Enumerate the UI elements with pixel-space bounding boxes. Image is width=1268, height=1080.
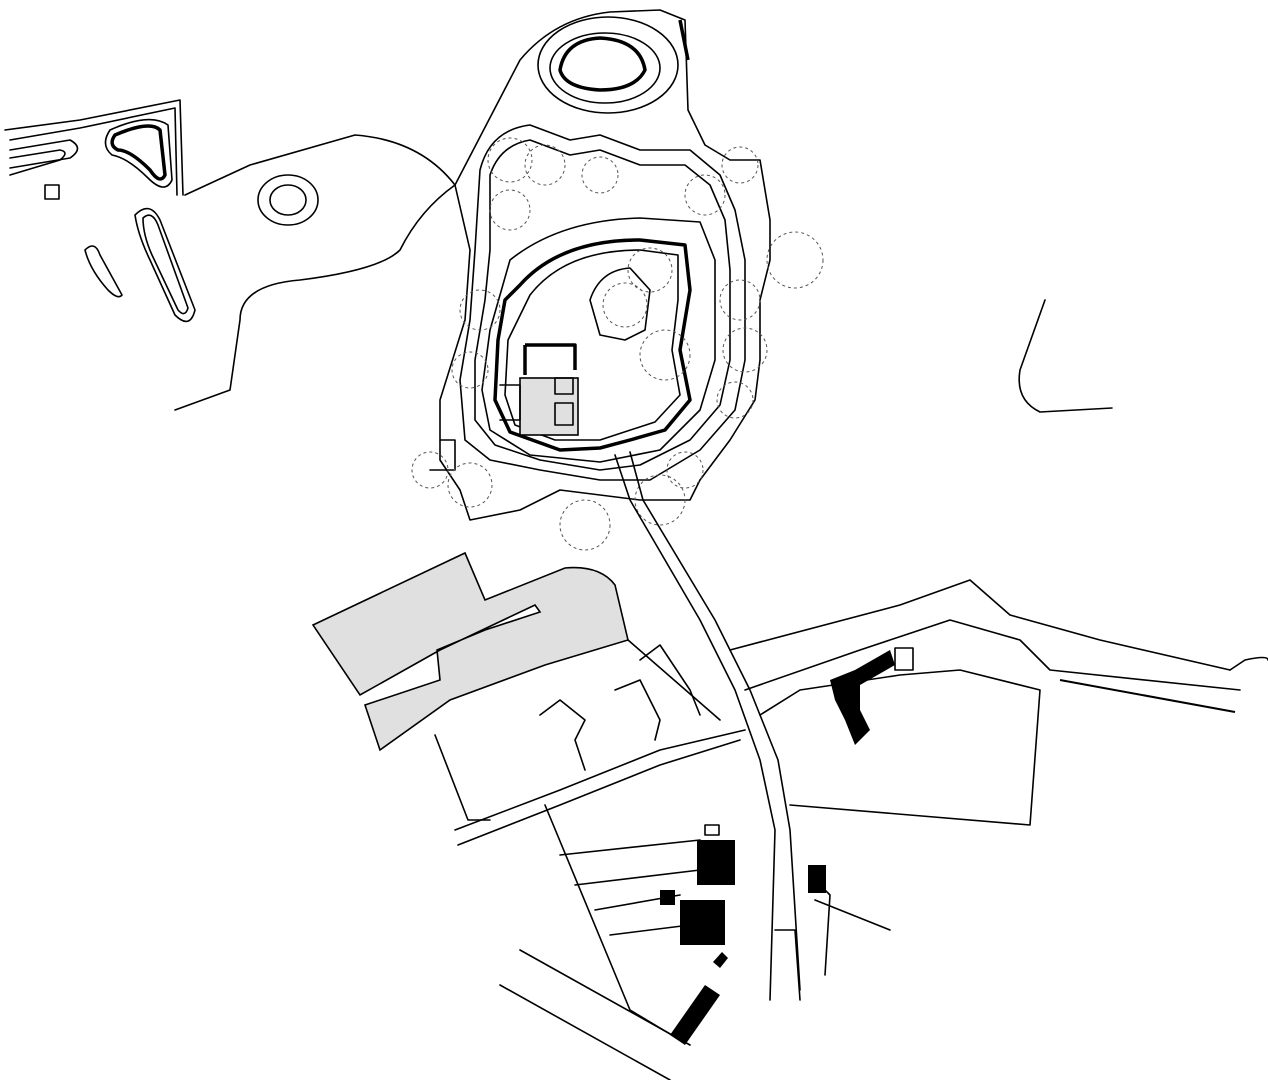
parcels xyxy=(434,579,1268,1080)
castle-mound xyxy=(429,9,771,521)
east-boundary-line xyxy=(1018,299,1113,413)
castle-building xyxy=(519,377,579,436)
trees xyxy=(411,137,824,551)
access-road xyxy=(614,451,801,1001)
buildings xyxy=(660,647,914,1045)
north-west-terraces xyxy=(4,99,456,411)
shaded-parcel xyxy=(311,551,629,752)
